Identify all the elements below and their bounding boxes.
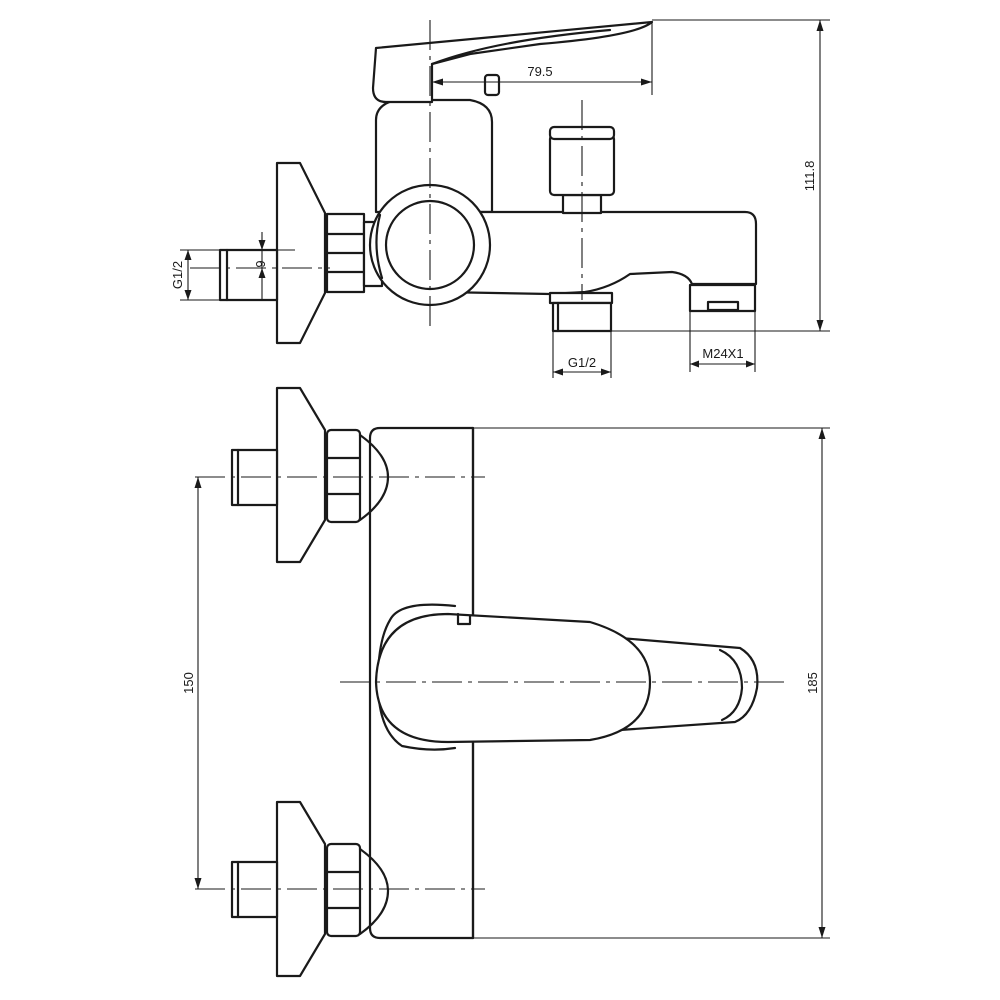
front-lever-handle	[374, 603, 759, 751]
front-upper-inlet	[230, 386, 390, 564]
dim-outlet-thread: G1/2	[552, 331, 612, 378]
dim-inlet-spacing-label: 150	[181, 672, 196, 694]
dim-body-height-label: 185	[805, 672, 820, 694]
dim-outlet-thread-label: G1/2	[568, 355, 596, 370]
dim-spout-thread: M24X1	[689, 311, 756, 372]
dim-inlet-spacing: 150	[181, 477, 202, 889]
side-lever-handle	[371, 20, 654, 104]
dim-inlet-thread: G1/2	[170, 249, 220, 301]
dim-spout-thread-label: M24X1	[702, 346, 743, 361]
dim-inlet-offset-label: 9	[253, 260, 268, 267]
dim-handle-reach-label: 79.5	[527, 64, 552, 79]
dim-inlet-offset: 9	[253, 232, 295, 300]
dim-total-height-label: 111.8	[802, 161, 817, 192]
side-lower-outlet	[548, 291, 614, 333]
front-view: 150 185	[181, 386, 830, 978]
dim-body-height: 185	[473, 427, 830, 939]
dim-handle-reach: 79.5	[432, 22, 653, 95]
dim-total-height: 111.8	[612, 19, 830, 332]
side-hex-nut	[325, 212, 366, 294]
side-inlet-pipe	[218, 248, 279, 302]
side-wall-flange	[275, 161, 327, 345]
side-view: 79.5 111.8 G1/2 9	[170, 19, 830, 378]
side-body-column	[374, 98, 494, 214]
side-spout	[438, 210, 758, 296]
dim-inlet-thread-label: G1/2	[170, 261, 185, 289]
side-aerator	[688, 283, 757, 313]
